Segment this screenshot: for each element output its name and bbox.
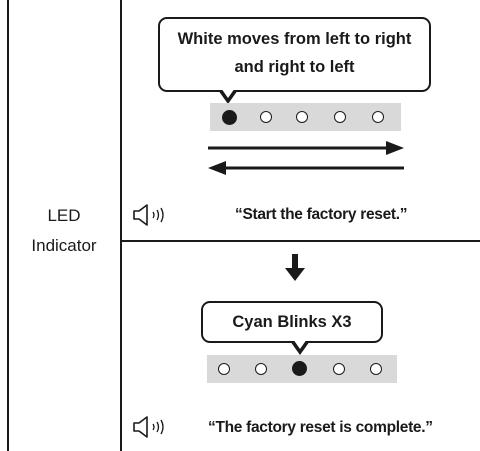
column-divider <box>120 0 122 451</box>
arrow-right-icon <box>208 141 404 155</box>
callout-cyan-text: Cyan Blinks X3 <box>232 313 352 331</box>
callout-tail-fill <box>221 88 235 98</box>
led-1 <box>218 363 230 375</box>
led-5 <box>372 111 384 123</box>
led-4 <box>333 363 345 375</box>
row-label-line1: LED <box>47 206 81 225</box>
led-1-on <box>222 110 237 125</box>
voice-prompt-start: “Start the factory reset.” <box>235 206 408 223</box>
arrow-down-icon <box>285 254 305 281</box>
row-label-line2: Indicator <box>31 236 97 255</box>
led-3-on <box>292 361 307 376</box>
speaker-icon <box>133 416 164 438</box>
led-3 <box>296 111 308 123</box>
led-2 <box>255 363 267 375</box>
led-5 <box>370 363 382 375</box>
table-left-border <box>7 0 9 451</box>
led-2 <box>260 111 272 123</box>
status-callout-cyan: Cyan Blinks X3 <box>201 301 383 343</box>
row-divider <box>120 240 480 242</box>
voice-prompt-complete: “The factory reset is complete.” <box>208 419 433 436</box>
arrow-left-icon <box>208 161 404 175</box>
callout-tail-fill <box>293 339 307 349</box>
callout-line2: and right to left <box>234 58 355 76</box>
speaker-icon <box>133 204 164 226</box>
callout-line1: White moves from left to right <box>177 30 412 48</box>
led-4 <box>334 111 346 123</box>
status-callout-white: White moves from left to right and right… <box>158 17 431 92</box>
